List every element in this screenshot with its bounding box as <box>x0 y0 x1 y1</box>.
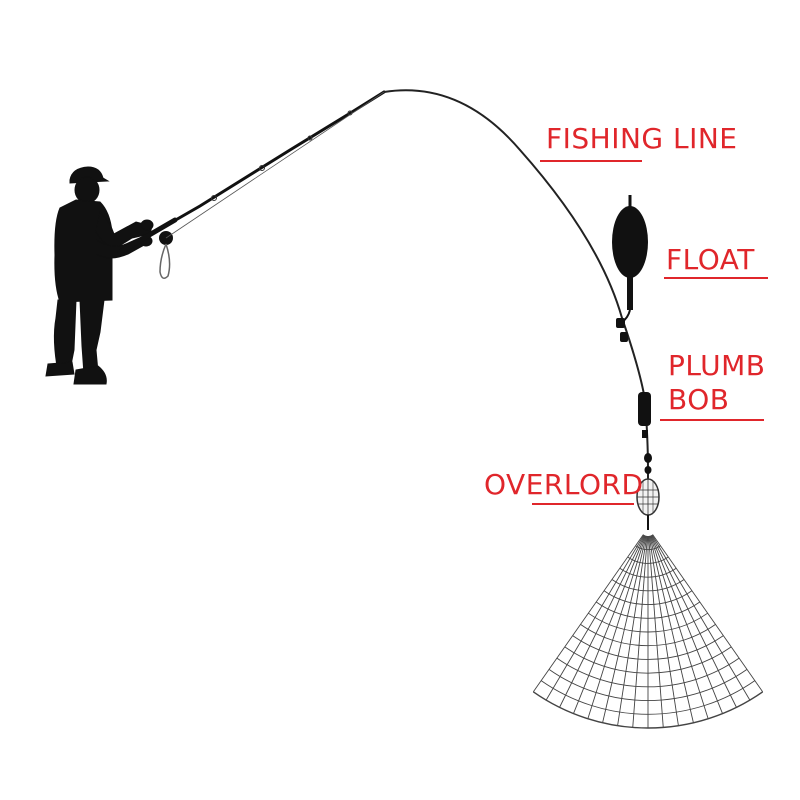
net-ring <box>619 567 677 578</box>
net-ring <box>556 657 740 688</box>
fishing-rod <box>117 90 386 279</box>
label-plumb-bob-line2: BOB <box>668 383 730 416</box>
fisherman-silhouette-icon <box>45 166 154 385</box>
net-ring <box>635 545 661 551</box>
net-ring <box>603 590 693 605</box>
label-plumb-bob-line1: PLUMB <box>668 349 766 382</box>
net-ring <box>572 635 724 660</box>
net-ring <box>532 691 764 729</box>
sinker-icon <box>638 392 651 438</box>
float-icon <box>612 195 648 328</box>
net-ring <box>627 556 669 564</box>
net-ring <box>611 579 685 592</box>
net-ring <box>595 601 701 619</box>
swivel-icon <box>644 453 652 474</box>
label-underline-plumb-bob <box>660 419 764 421</box>
label-underline-float <box>664 277 768 279</box>
fishing-net-icon <box>532 534 764 729</box>
cage-feeder-icon <box>636 478 660 530</box>
net-ring <box>580 624 716 647</box>
net-strand <box>532 534 644 693</box>
net-ring <box>564 646 732 674</box>
net-ring <box>548 668 748 702</box>
net-strand <box>652 534 764 693</box>
net-ring <box>540 680 756 715</box>
line-bead <box>620 332 628 342</box>
label-underline-fishing-line <box>540 160 642 162</box>
label-float: FLOAT <box>666 243 755 276</box>
net-ring <box>588 612 708 633</box>
label-underline-overlord <box>532 503 634 505</box>
label-overlord: OVERLORD <box>484 468 644 501</box>
label-fishing-line: FISHING LINE <box>546 122 738 155</box>
